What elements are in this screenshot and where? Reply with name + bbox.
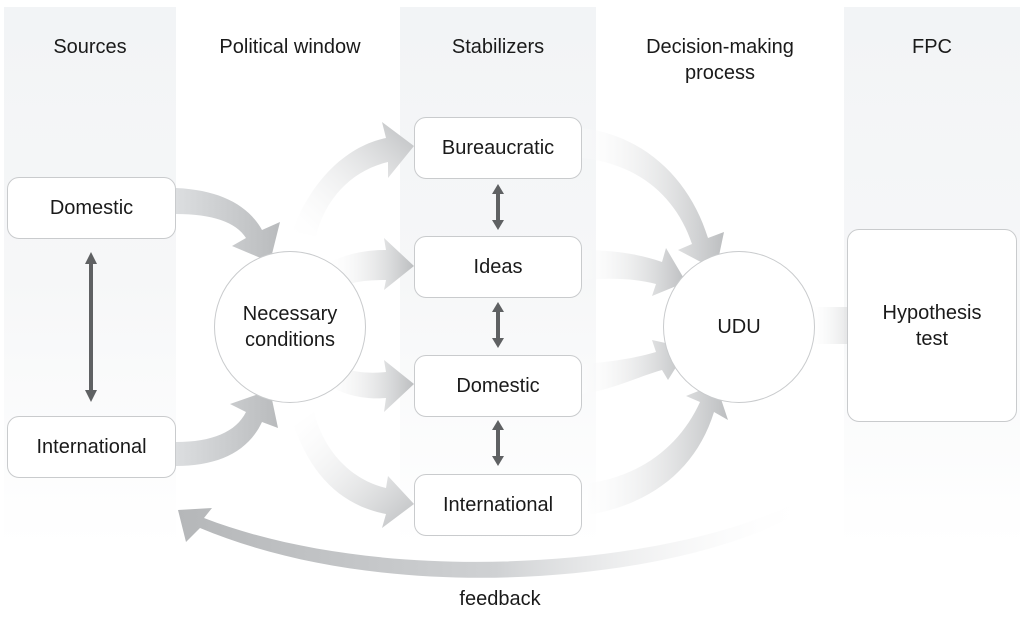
node-source-domestic: Domestic xyxy=(7,177,176,239)
arrow-feedback xyxy=(178,496,814,578)
arrow-international-to-conditions xyxy=(176,390,278,466)
column-heading-political-window: Political window xyxy=(219,36,361,58)
double-arrow-sources xyxy=(85,252,97,402)
node-stabilizer-bureaucratic-label: Bureaucratic xyxy=(441,137,555,159)
column-heading-fpc: FPC xyxy=(912,36,952,58)
node-source-domestic-label: Domestic xyxy=(49,197,134,219)
node-hypothesis-test: Hypothesis test xyxy=(847,229,1017,422)
column-heading-stabilizers: Stabilizers xyxy=(451,36,545,58)
node-stabilizer-international-label: International xyxy=(442,494,554,516)
double-arrow-ideas-domestic xyxy=(492,302,504,348)
node-stabilizer-bureaucratic: Bureaucratic xyxy=(414,117,582,179)
node-stabilizer-ideas: Ideas xyxy=(414,236,582,298)
node-source-international: International xyxy=(7,416,176,478)
node-stabilizer-international: International xyxy=(414,474,582,536)
arrow-conditions-to-international xyxy=(294,412,414,528)
column-heading-decision-making: Decision-making process xyxy=(646,36,794,84)
arrow-international-to-udu xyxy=(582,384,728,516)
column-heading-sources: Sources xyxy=(53,36,127,58)
node-necessary-conditions-label: Necessary conditions xyxy=(242,303,338,351)
feedback-label: feedback xyxy=(459,588,541,610)
arrow-ideas-to-udu xyxy=(582,248,686,296)
node-stabilizer-domestic: Domestic xyxy=(414,355,582,417)
arrow-bureaucratic-to-udu xyxy=(582,128,724,270)
node-stabilizer-ideas-label: Ideas xyxy=(473,256,523,278)
arrow-conditions-to-bureaucratic xyxy=(292,122,414,236)
double-arrow-bureaucratic-ideas xyxy=(492,184,504,230)
node-udu-label: UDU xyxy=(717,316,761,338)
arrow-domestic-to-conditions xyxy=(176,188,280,262)
double-arrow-domestic-international xyxy=(492,420,504,466)
arrow-conditions-to-ideas xyxy=(330,238,414,290)
arrow-domestic-to-udu xyxy=(582,340,688,394)
node-necessary-conditions: Necessary conditions xyxy=(214,251,366,403)
node-hypothesis-test-label: Hypothesis test xyxy=(882,301,982,350)
node-stabilizer-domestic-label: Domestic xyxy=(456,375,540,397)
node-udu: UDU xyxy=(663,251,815,403)
node-source-international-label: International xyxy=(36,436,147,458)
